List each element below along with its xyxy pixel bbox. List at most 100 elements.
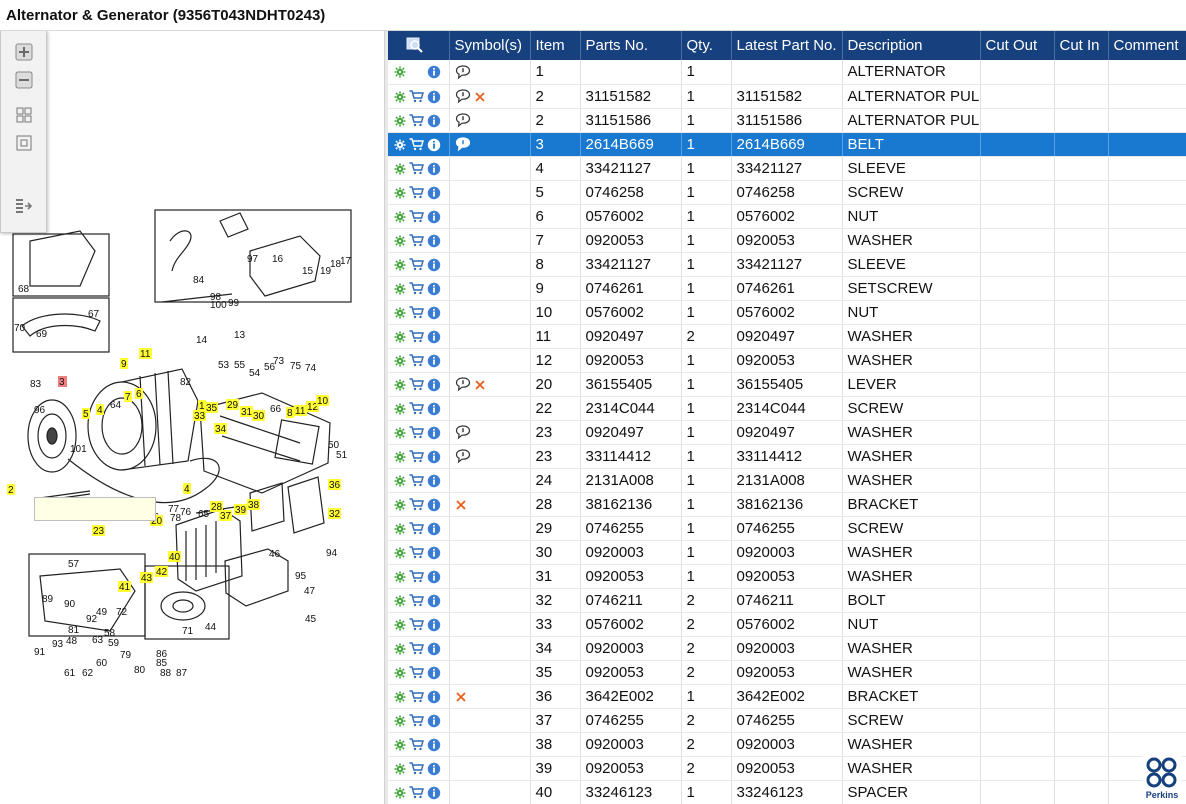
info-icon[interactable] bbox=[427, 162, 441, 176]
cart-icon[interactable] bbox=[409, 282, 424, 295]
superseded-cross-icon[interactable] bbox=[474, 379, 486, 391]
gear-icon[interactable] bbox=[394, 235, 406, 247]
diagram-hotspot-41[interactable]: 41 bbox=[119, 582, 131, 593]
diagram-hotspot-bg[interactable] bbox=[168, 551, 181, 562]
diagram-hotspot-34[interactable]: 34 bbox=[215, 424, 227, 435]
gear-icon[interactable] bbox=[394, 787, 406, 799]
cart-icon[interactable] bbox=[409, 162, 424, 175]
diagram-hotspot-32[interactable]: 32 bbox=[329, 509, 341, 520]
diagram-hotspot-bg[interactable] bbox=[183, 483, 191, 494]
note-bubble-icon[interactable] bbox=[455, 113, 471, 128]
diagram-hotspot-bg[interactable] bbox=[210, 501, 223, 512]
diagram-hotspot-30[interactable]: 30 bbox=[253, 411, 265, 422]
diagram-hotspot-bg[interactable] bbox=[205, 402, 218, 413]
info-icon[interactable] bbox=[427, 594, 441, 608]
cart-icon[interactable] bbox=[409, 234, 424, 247]
diagram-hotspot-bg[interactable] bbox=[234, 504, 247, 515]
zoom-in-icon[interactable] bbox=[13, 42, 35, 62]
diagram-hotspot-bg[interactable] bbox=[219, 510, 232, 521]
info-icon[interactable] bbox=[427, 282, 441, 296]
note-bubble-icon[interactable] bbox=[455, 89, 471, 104]
column-header-latest-part-no[interactable]: Latest Part No. bbox=[731, 31, 843, 60]
gear-icon[interactable] bbox=[394, 739, 406, 751]
cart-icon[interactable] bbox=[409, 474, 424, 487]
cart-icon[interactable] bbox=[409, 666, 424, 679]
diagram-hotspot-bg[interactable] bbox=[118, 581, 131, 592]
cart-icon[interactable] bbox=[409, 114, 424, 127]
info-icon[interactable] bbox=[427, 666, 441, 680]
gear-icon[interactable] bbox=[394, 331, 406, 343]
diagram-hotspot-bg[interactable] bbox=[214, 423, 227, 434]
cart-icon[interactable] bbox=[409, 714, 424, 727]
diagram-selected-hotspot[interactable]: 3 bbox=[59, 377, 65, 388]
cart-icon[interactable] bbox=[409, 306, 424, 319]
cart-icon[interactable] bbox=[409, 786, 424, 799]
gear-icon[interactable] bbox=[394, 523, 406, 535]
diagram-hotspot-4[interactable]: 4 bbox=[184, 484, 190, 495]
gear-icon[interactable] bbox=[394, 163, 406, 175]
gear-icon[interactable] bbox=[394, 187, 406, 199]
info-icon[interactable] bbox=[427, 378, 441, 392]
diagram-hotspot-bg[interactable] bbox=[328, 479, 341, 490]
info-icon[interactable] bbox=[427, 546, 441, 560]
diagram-hotspot-40[interactable]: 40 bbox=[169, 552, 181, 563]
diagram-hotspot-1[interactable]: 1 bbox=[199, 401, 205, 412]
zoom-out-icon[interactable] bbox=[13, 70, 35, 90]
info-icon[interactable] bbox=[427, 114, 441, 128]
diagram-hotspot-bg[interactable] bbox=[316, 395, 329, 406]
diagram-hotspot-bg[interactable] bbox=[96, 404, 104, 415]
gear-icon[interactable] bbox=[394, 451, 406, 463]
cart-icon[interactable] bbox=[409, 258, 424, 271]
superseded-cross-icon[interactable] bbox=[474, 91, 486, 103]
gear-icon[interactable] bbox=[394, 283, 406, 295]
cart-icon[interactable] bbox=[409, 450, 424, 463]
cart-icon[interactable] bbox=[409, 618, 424, 631]
diagram-hotspot-bg[interactable] bbox=[139, 348, 152, 359]
info-icon[interactable] bbox=[427, 738, 441, 752]
cart-icon[interactable] bbox=[409, 90, 424, 103]
diagram-hotspot-bg[interactable] bbox=[155, 566, 168, 577]
cart-icon[interactable] bbox=[409, 690, 424, 703]
superseded-cross-icon[interactable] bbox=[455, 499, 467, 511]
diagram-hotspot-bg[interactable] bbox=[82, 408, 90, 419]
diagram-hotspot-7[interactable]: 7 bbox=[125, 392, 131, 403]
info-icon[interactable] bbox=[427, 210, 441, 224]
info-icon[interactable] bbox=[427, 90, 441, 104]
gear-icon[interactable] bbox=[394, 355, 406, 367]
diagram-hotspot-10[interactable]: 10 bbox=[317, 396, 329, 407]
diagram-hotspot-5[interactable]: 5 bbox=[83, 409, 89, 420]
info-icon[interactable] bbox=[427, 258, 441, 272]
column-header-parts-no[interactable]: Parts No. bbox=[580, 31, 682, 60]
export-list-icon[interactable] bbox=[13, 196, 35, 216]
diagram-hotspot-bg[interactable] bbox=[226, 399, 239, 410]
gear-icon[interactable] bbox=[394, 115, 406, 127]
gear-icon[interactable] bbox=[394, 619, 406, 631]
cart-icon[interactable] bbox=[409, 546, 424, 559]
actual-size-icon[interactable] bbox=[13, 133, 35, 153]
gear-icon[interactable] bbox=[394, 715, 406, 727]
gear-icon[interactable] bbox=[394, 499, 406, 511]
diagram-hotspot-bg[interactable] bbox=[92, 525, 105, 536]
column-header-actions[interactable] bbox=[388, 31, 450, 60]
diagram-hotspot-bg[interactable] bbox=[150, 515, 163, 526]
